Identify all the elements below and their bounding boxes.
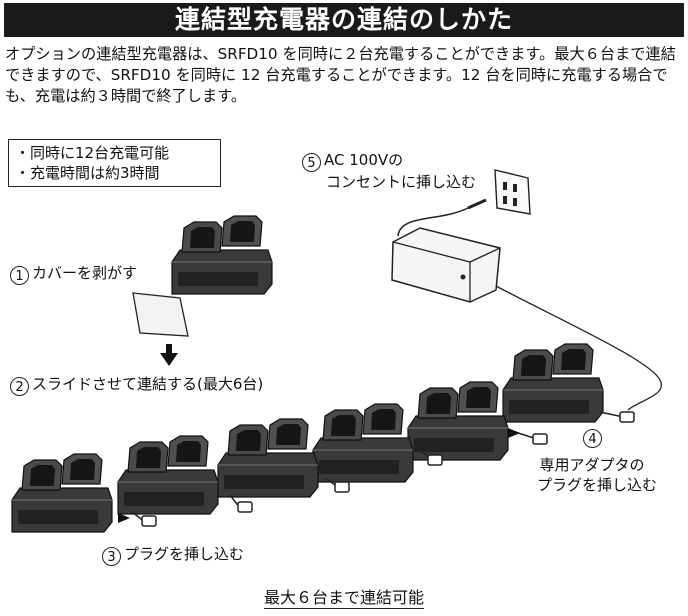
step-3-number: 3 — [102, 547, 121, 566]
cover-icon — [132, 292, 189, 337]
ac-adapter-icon — [391, 198, 663, 411]
step-4-number-wrap: 4 — [583, 426, 605, 448]
step-5-number: 5 — [302, 153, 321, 172]
info-line-2: ・充電時間は約3時間 — [15, 164, 160, 182]
footer-text: 最大６台まで連結可能 — [263, 588, 424, 609]
step-1-number: 1 — [10, 266, 29, 285]
footer-caption: 最大６台まで連結可能 — [0, 584, 688, 609]
down-arrow-icon — [160, 344, 178, 366]
step-4-text: 専用アダプタの プラグを挿し込む — [537, 455, 658, 495]
step-2-number: 2 — [10, 377, 29, 396]
charger-unit-icon — [171, 215, 273, 295]
step-3-text: プラグを挿し込む — [124, 545, 245, 563]
step-1-text: カバーを剥がす — [32, 264, 138, 282]
step-4-text-line2: プラグを挿し込む — [537, 476, 658, 494]
wall-outlet-icon — [494, 169, 531, 215]
step-4-number: 4 — [583, 429, 602, 448]
info-box: ・同時に12台充電可能 ・充電時間は約3時間 — [8, 139, 221, 187]
step-5-text-line1: AC 100Vの — [324, 151, 404, 169]
connected-chargers — [11, 343, 604, 533]
step-4-text-line1: 専用アダプタの — [539, 456, 645, 474]
intro-paragraph: オプションの連結型充電器は、SRFD10 を同時に２台充電することができます。最… — [5, 45, 676, 105]
info-line-1: ・同時に12台充電可能 — [15, 144, 170, 162]
step-5-text-line2: コンセントに挿し込む — [326, 173, 477, 191]
page-title: 連結型充電器の連結のしかた — [4, 3, 684, 37]
step-2-text: スライドさせて連結する(最大6台) — [32, 375, 264, 393]
